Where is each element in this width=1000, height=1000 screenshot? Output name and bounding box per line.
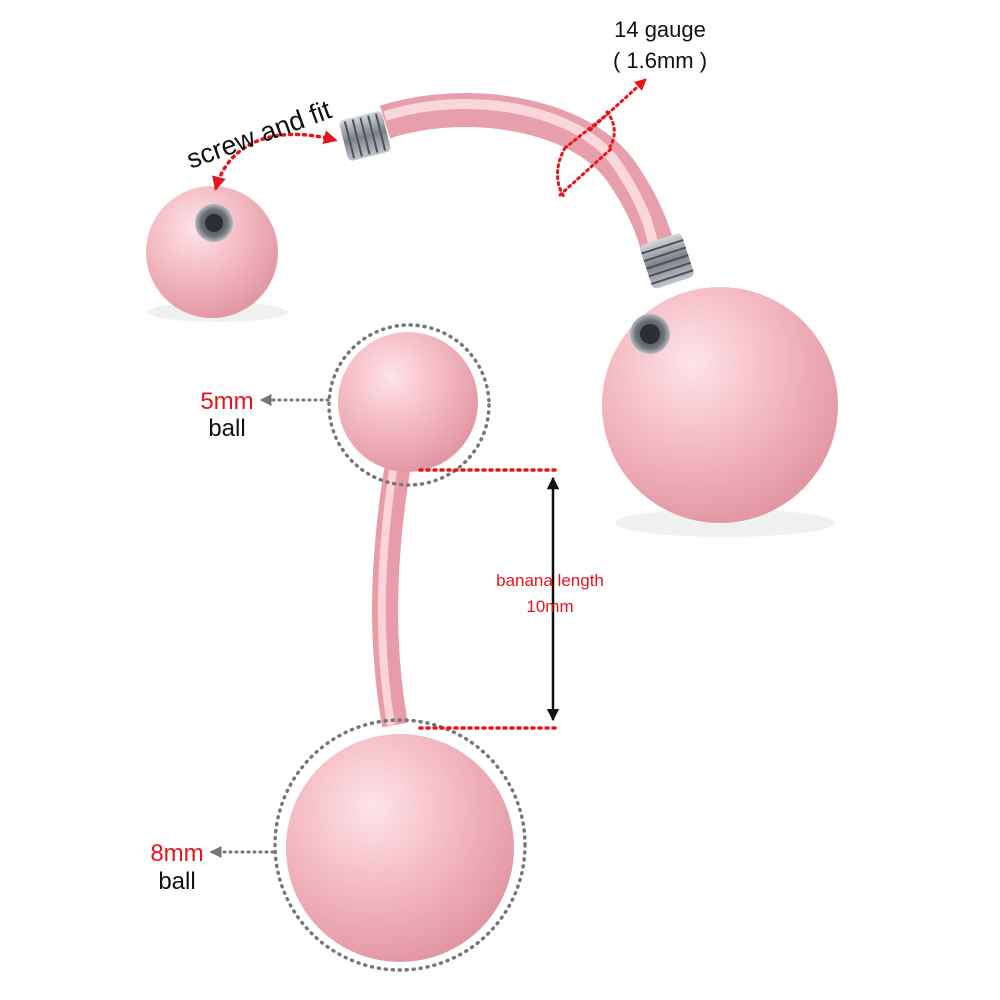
small-ball-assembled — [338, 332, 478, 472]
gauge-mm-label: ( 1.6mm ) — [613, 48, 707, 73]
gauge-label: 14 gauge — [614, 17, 706, 42]
small-ball-size-label: 5mm — [200, 388, 253, 415]
small-ball-outline — [327, 323, 491, 487]
length-mm-label: 10mm — [526, 597, 573, 616]
screw-fit-arrow — [212, 130, 338, 191]
curved-bar-highlight — [383, 99, 658, 245]
curved-bar — [379, 93, 675, 254]
gauge-annotation-marks — [556, 78, 647, 200]
large-ball-size-label: 8mm — [150, 840, 203, 867]
small-ball-loose — [146, 186, 288, 322]
thread-right — [640, 233, 694, 289]
thread-left — [339, 111, 391, 161]
large-ball-attached — [602, 287, 838, 537]
small-ball-word-label: ball — [208, 415, 245, 442]
large-ball-outline — [273, 718, 527, 972]
large-ball-word-label: ball — [158, 868, 195, 895]
large-ball-assembled — [286, 734, 514, 962]
curved-barbell-disassembled — [146, 78, 838, 537]
barbell-shaft-highlight — [377, 469, 397, 726]
curved-barbell-assembled — [209, 323, 560, 972]
length-label: banana length — [496, 571, 604, 590]
